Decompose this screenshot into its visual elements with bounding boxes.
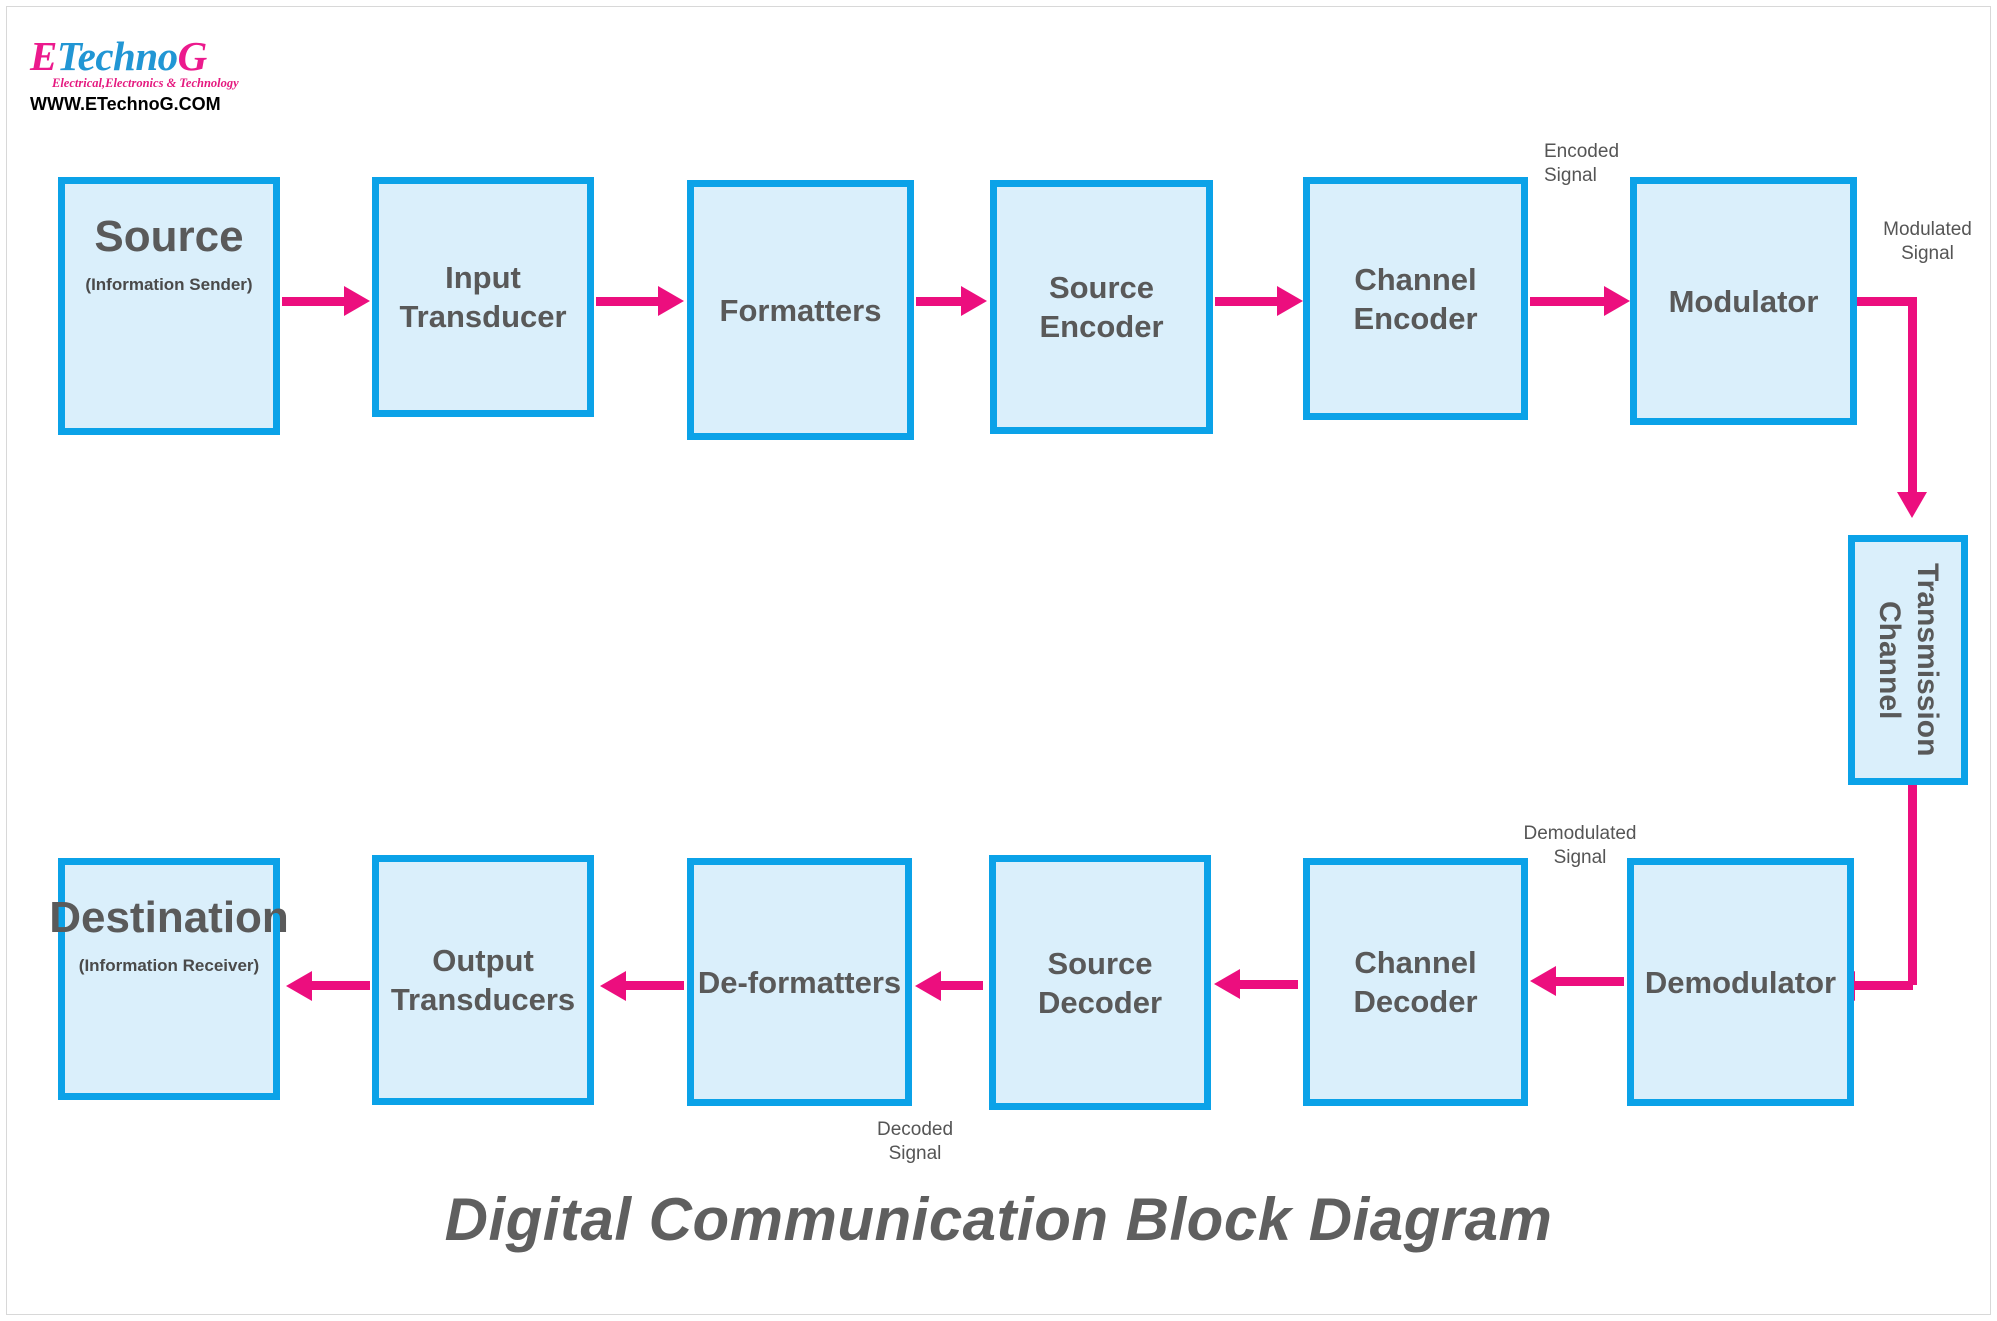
block-output-transducers[interactable]: Output Transducers xyxy=(372,855,594,1105)
label-modulated-signal: Modulated Signal xyxy=(1883,219,1972,264)
arrow-head-output-transducers-to-destination xyxy=(286,971,312,1001)
arrow-source-to-input-transducer xyxy=(282,297,344,306)
block-input-transducer-title: Input Transducer xyxy=(399,260,567,334)
block-de-formatters[interactable]: De-formatters xyxy=(687,858,912,1106)
arrow-head-source-to-input-transducer xyxy=(344,286,370,316)
logo-tagline: Electrical,Electronics & Technology xyxy=(52,76,239,90)
block-modulator[interactable]: Modulator xyxy=(1630,177,1857,425)
label-demodulated-signal: Demodulated Signal xyxy=(1523,823,1637,868)
arrow-channel-to-demodulator-horizontal xyxy=(1855,981,1913,990)
arrow-head-source-decoder-to-de-formatters xyxy=(915,971,941,1001)
block-formatters-title: Formatters xyxy=(719,292,882,328)
arrow-channel-encoder-to-modulator xyxy=(1530,297,1604,306)
arrow-demodulator-to-channel-decoder xyxy=(1556,977,1624,986)
logo-text-techno: Techno xyxy=(56,33,178,79)
arrow-head-input-transducer-to-formatters xyxy=(658,286,684,316)
arrow-output-transducers-to-destination xyxy=(312,981,370,990)
arrow-head-demodulator-to-channel-decoder xyxy=(1530,966,1556,996)
logo-letter-e: E xyxy=(30,33,57,79)
arrow-head-de-formatters-to-output-transducers xyxy=(600,971,626,1001)
logo-website-url: WWW.ETechnoG.COM xyxy=(30,94,221,114)
arrow-head-channel-encoder-to-modulator xyxy=(1604,286,1630,316)
etechnog-logo: ETechnoG Electrical,Electronics & Techno… xyxy=(30,34,270,114)
arrow-input-transducer-to-formatters xyxy=(596,297,658,306)
block-channel-encoder-title: Channel Encoder xyxy=(1353,261,1478,336)
block-destination-subtitle: (Information Receiver) xyxy=(78,956,260,975)
block-source[interactable]: Source (Information Sender) xyxy=(58,177,280,435)
block-source-encoder-title: Source Encoder xyxy=(1039,270,1164,344)
label-decoded-signal: Decoded Signal xyxy=(876,1119,954,1164)
block-demodulator-title: Demodulator xyxy=(1644,964,1837,1000)
block-source-encoder[interactable]: Source Encoder xyxy=(990,180,1213,434)
block-demodulator[interactable]: Demodulator xyxy=(1627,858,1854,1106)
block-transmission-channel-title: Transmission Channel xyxy=(1873,563,1944,757)
block-source-decoder[interactable]: Source Decoder xyxy=(989,855,1211,1110)
arrow-head-modulator-to-channel xyxy=(1897,492,1927,518)
block-formatters[interactable]: Formatters xyxy=(687,180,914,440)
block-channel-decoder[interactable]: Channel Decoder xyxy=(1303,858,1528,1106)
arrow-source-encoder-to-channel-encoder xyxy=(1215,297,1277,306)
diagram-title: Digital Communication Block Diagram xyxy=(444,1186,1553,1253)
logo-letter-g: G xyxy=(177,33,208,79)
block-channel-decoder-title: Channel Decoder xyxy=(1353,945,1478,1019)
logo-wordmark: ETechnoG xyxy=(30,34,270,78)
arrow-head-formatters-to-source-encoder xyxy=(961,286,987,316)
label-encoded-signal: Encoded Signal xyxy=(1544,141,1620,186)
arrow-source-decoder-to-de-formatters xyxy=(941,981,983,990)
block-modulator-title: Modulator xyxy=(1668,283,1819,319)
arrow-channel-decoder-to-source-decoder xyxy=(1240,980,1298,989)
block-source-decoder-title: Source Decoder xyxy=(1037,945,1163,1020)
block-destination-title: Destination xyxy=(49,893,289,942)
block-destination[interactable]: Destination (Information Receiver) xyxy=(49,858,289,1100)
arrow-head-channel-decoder-to-source-decoder xyxy=(1214,969,1240,999)
block-input-transducer[interactable]: Input Transducer xyxy=(372,177,594,417)
arrow-modulator-to-channel-horizontal xyxy=(1857,297,1917,306)
arrow-channel-to-demodulator-vertical xyxy=(1908,785,1917,985)
arrow-head-source-encoder-to-channel-encoder xyxy=(1277,286,1303,316)
block-channel-encoder[interactable]: Channel Encoder xyxy=(1303,177,1528,420)
block-transmission-channel[interactable]: Transmission Channel xyxy=(1848,535,1968,785)
block-de-formatters-title: De-formatters xyxy=(697,964,902,1000)
arrow-modulator-to-channel-vertical xyxy=(1908,297,1917,497)
arrow-de-formatters-to-output-transducers xyxy=(626,981,684,990)
block-output-transducers-title: Output Transducers xyxy=(390,943,576,1017)
block-source-title: Source xyxy=(94,212,244,261)
block-source-subtitle: (Information Sender) xyxy=(85,275,253,294)
arrow-formatters-to-source-encoder xyxy=(916,297,963,306)
